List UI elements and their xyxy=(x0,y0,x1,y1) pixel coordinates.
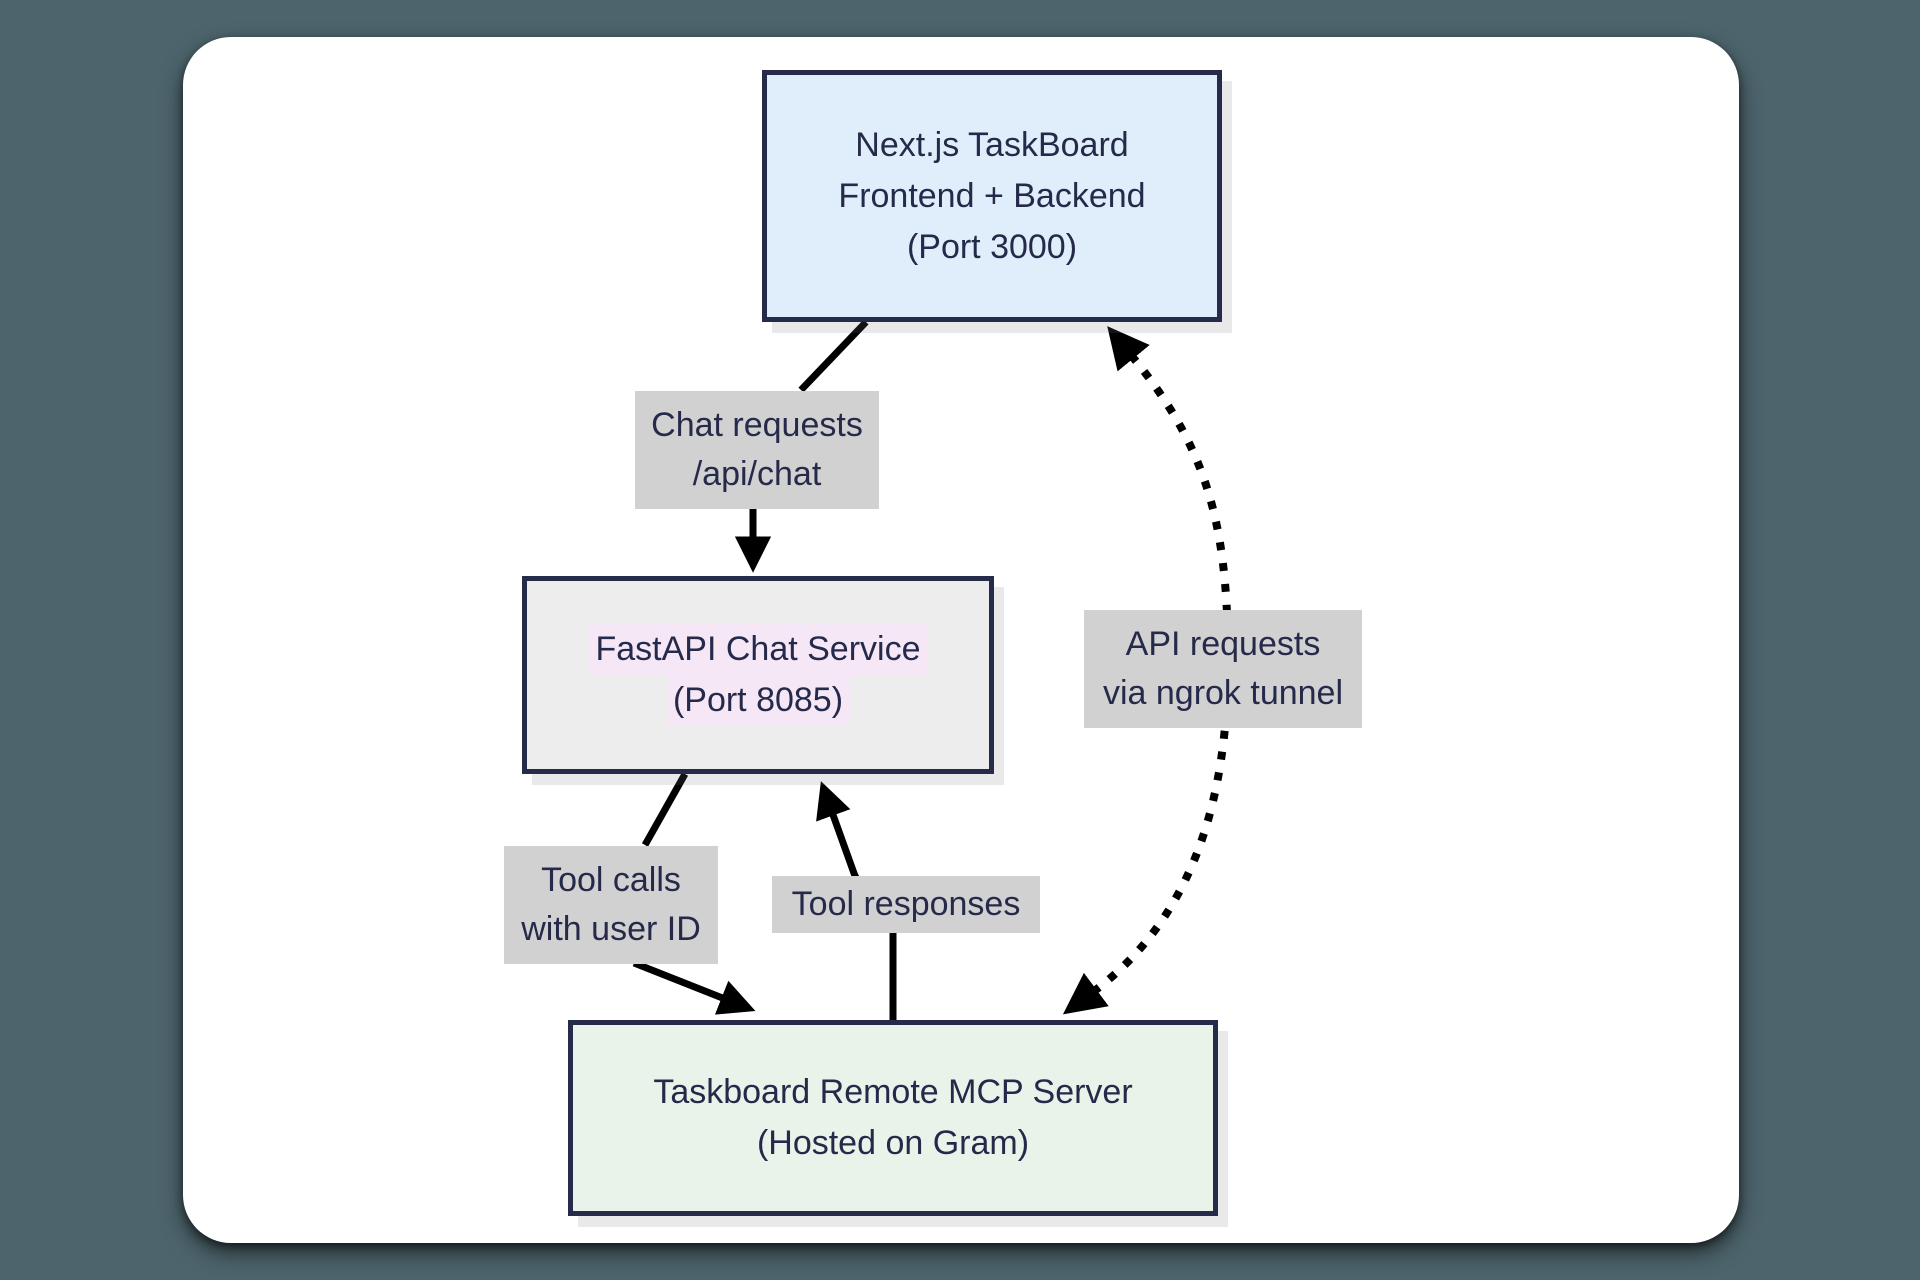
node-nextjs-line-3: (Port 3000) xyxy=(906,227,1078,266)
edge-tool-calls-arrow xyxy=(632,959,756,1015)
edge-label-tool-calls-line-2: with user ID xyxy=(521,910,701,948)
edge-api-requests-dotted-arrow xyxy=(1062,326,1233,1015)
edge-label-api-requests-line-1: API requests xyxy=(1125,625,1321,663)
node-nextjs-frontend: Next.js TaskBoard Frontend + Backend (Po… xyxy=(762,70,1222,322)
node-nextjs-line-1: Next.js TaskBoard xyxy=(855,125,1129,164)
node-mcp-line-1: Taskboard Remote MCP Server xyxy=(653,1073,1133,1111)
node-fastapi-line-2: (Port 8085) xyxy=(666,675,850,726)
edge-label-tool-calls: Tool calls with user ID xyxy=(504,846,718,964)
edge-label-chat-requests-line-1: Chat requests xyxy=(651,406,863,444)
node-nextjs-line-2: Frontend + Backend xyxy=(838,176,1146,215)
node-fastapi-chat-service: FastAPI Chat Service (Port 8085) xyxy=(522,576,994,774)
edge-label-chat-requests: Chat requests /api/chat xyxy=(635,391,879,509)
edge-label-chat-requests-line-2: /api/chat xyxy=(692,455,822,493)
edge-label-api-requests: API requests via ngrok tunnel xyxy=(1084,610,1362,728)
edge-label-api-requests-line-2: via ngrok tunnel xyxy=(1102,674,1344,712)
node-fastapi-line-1: FastAPI Chat Service xyxy=(589,624,927,675)
edge-label-tool-responses: Tool responses xyxy=(772,876,1040,933)
node-mcp-line-2: (Hosted on Gram) xyxy=(756,1124,1030,1162)
node-mcp-server: Taskboard Remote MCP Server (Hosted on G… xyxy=(568,1020,1218,1216)
edge-tool-calls-upper xyxy=(641,772,689,847)
edge-chat-requests-upper xyxy=(798,319,869,393)
edge-label-tool-calls-line-1: Tool calls xyxy=(541,861,681,899)
edge-label-tool-responses-line-1: Tool responses xyxy=(791,885,1021,923)
